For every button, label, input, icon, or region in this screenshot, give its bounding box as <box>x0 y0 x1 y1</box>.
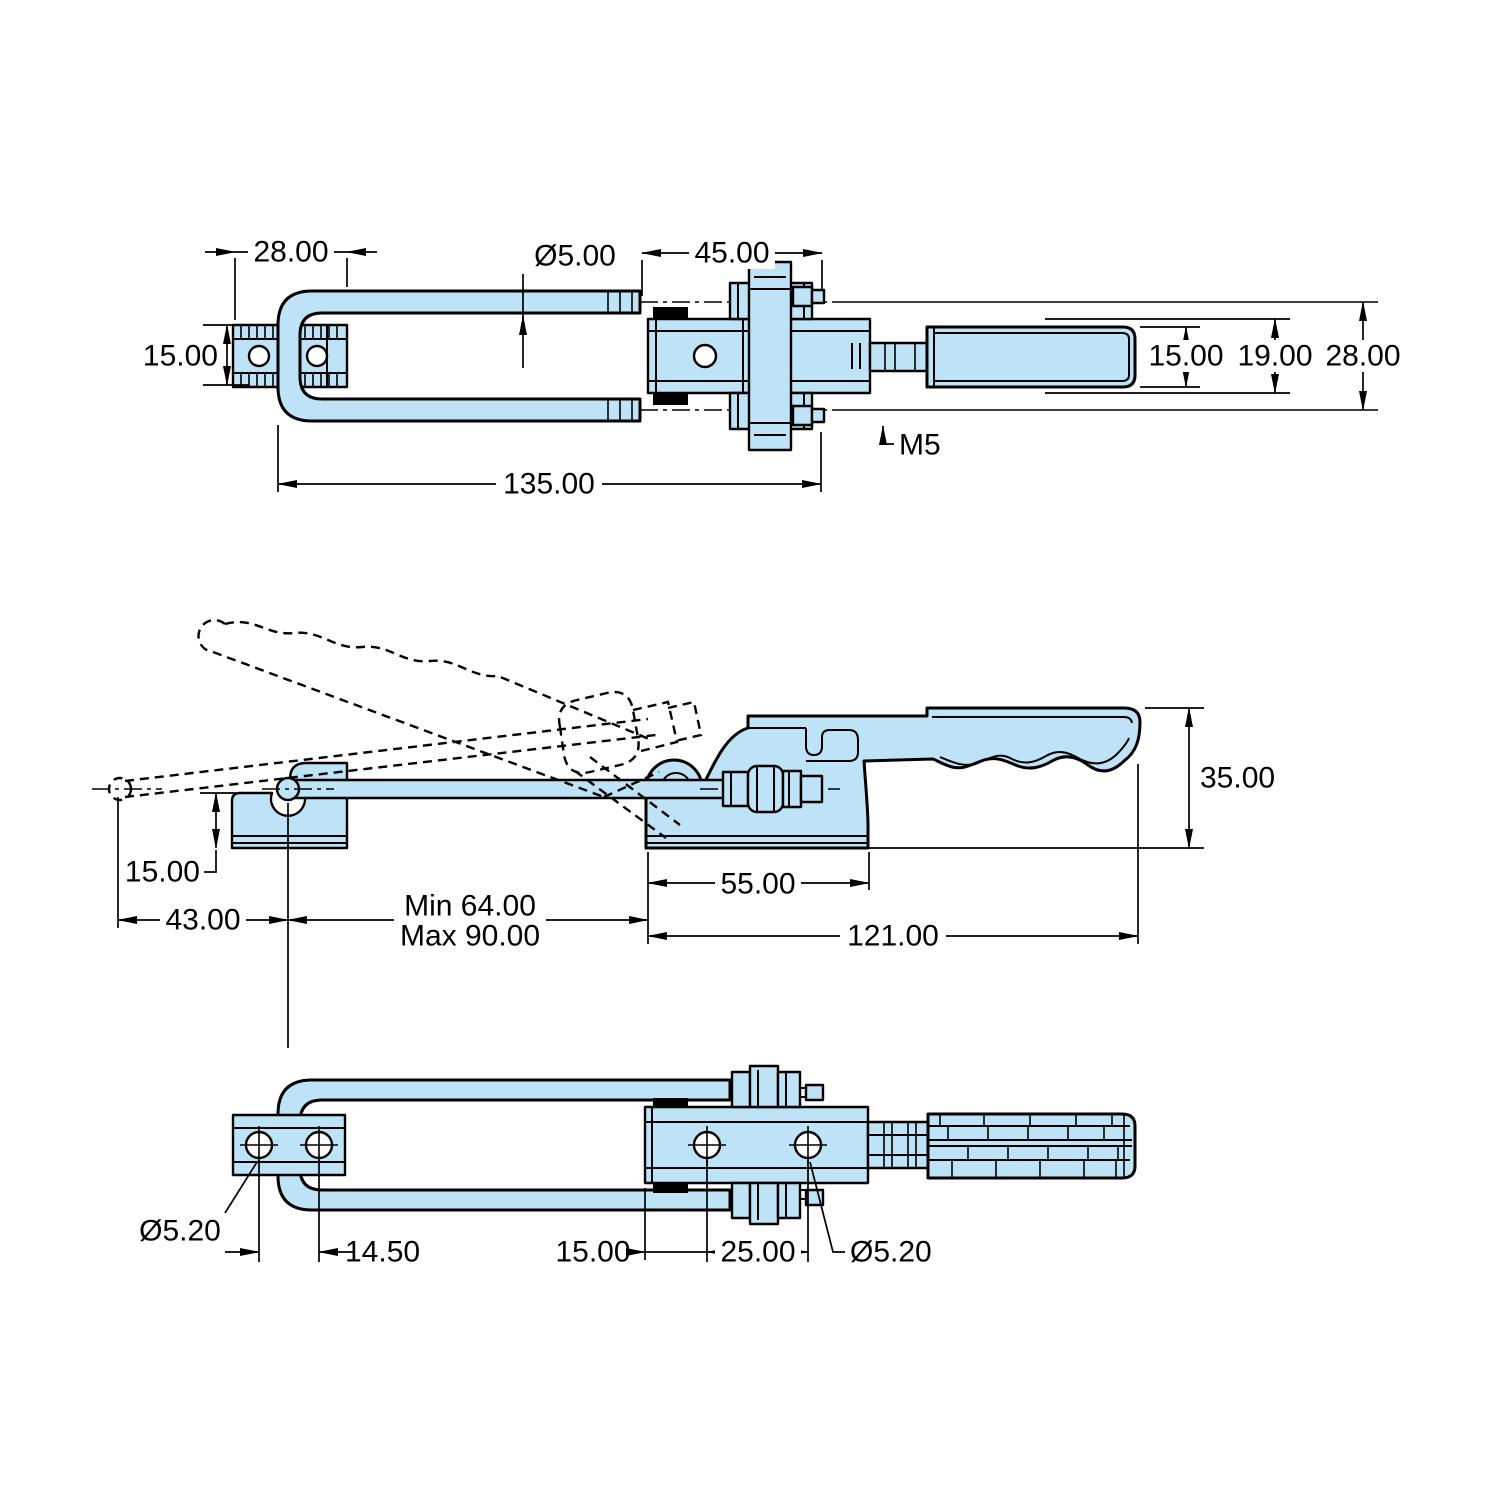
dim-top-rod-span: 28.00 <box>838 301 1406 411</box>
top-view: 28.00 Ø5.00 45.00 15.00 135.00 <box>143 236 1406 501</box>
dim-label-body-width: 19.00 <box>1237 340 1312 373</box>
dim-label-hole-spacing: 25.00 <box>720 1236 795 1269</box>
dim-top-clevis-span: 45.00 <box>641 237 823 296</box>
seal-washer <box>653 1098 688 1108</box>
seal-washer <box>653 1183 688 1193</box>
dim-side-keeper-height: 15.00 <box>125 792 236 889</box>
u-bolt-top-view <box>276 289 642 423</box>
clevis-nut <box>810 288 826 305</box>
dim-top-handle-width: 15.00 <box>1140 326 1229 388</box>
handle-grip-bottom-view <box>926 1112 1137 1180</box>
dim-label-body-hole-diameter: Ø5.20 <box>850 1236 932 1269</box>
side-view: 35.00 15.00 43.00 Min 64.00 Max 90.00 55… <box>92 618 1275 1048</box>
seal-washer <box>653 393 688 405</box>
bottom-view: Ø5.20 14.50 15.00 25.00 Ø5.20 <box>139 1064 1137 1269</box>
dim-label-keeper-hole-spacing: 14.50 <box>345 1236 420 1269</box>
spindle-nut-side-view <box>721 764 824 814</box>
housing-hole <box>692 343 718 369</box>
dim-bottom-body-hole-diameter: Ø5.20 <box>809 1161 932 1269</box>
seal-washer <box>653 307 688 319</box>
handle-top-view <box>925 325 1137 389</box>
dim-label-overall-length: 135.00 <box>503 468 595 501</box>
clevis-nut <box>810 407 826 424</box>
dim-label-bracket-height: 15.00 <box>143 340 218 373</box>
dim-label-handle-width: 15.00 <box>1148 340 1223 373</box>
dim-label-stroke-max: Max 90.00 <box>400 920 540 953</box>
clevis-bolt-top-view <box>728 260 826 452</box>
dim-label-body-length: 121.00 <box>847 920 939 953</box>
dim-top-body-width: 19.00 <box>1045 318 1318 394</box>
dim-label-rod-span: 28.00 <box>1325 340 1400 373</box>
dim-side-height: 35.00 <box>868 707 1275 849</box>
dim-top-overall-length: 135.00 <box>277 425 822 501</box>
open-position-dashed <box>92 618 703 839</box>
dim-top-rod-diameter: Ø5.00 <box>519 240 616 368</box>
spindle-top-view <box>868 341 929 373</box>
clamp-body-bottom-view <box>643 1098 870 1193</box>
dim-side-body-length: 121.00 <box>647 764 1139 953</box>
dim-side-base-length: 55.00 <box>647 852 870 944</box>
keeper-hole-right <box>305 344 329 368</box>
spindle-bottom-view <box>866 1120 930 1170</box>
dim-label-clevis-span: 45.00 <box>694 237 769 270</box>
dim-label-thread: M5 <box>899 429 941 462</box>
dim-top-bracket-width: 28.00 <box>205 236 377 320</box>
dim-top-bracket-height: 15.00 <box>143 324 250 386</box>
u-bolt-bottom-view <box>276 1078 732 1212</box>
dim-side-stroke-range: Min 64.00 Max 90.00 <box>287 890 649 953</box>
keeper-hole-left <box>247 344 271 368</box>
dim-bottom-keeper-hole-diameter: Ø5.20 <box>139 1161 258 1248</box>
dim-label-height: 35.00 <box>1200 762 1275 795</box>
dim-label-keeper-hole-diameter: Ø5.20 <box>139 1215 221 1248</box>
dim-label-base-length: 55.00 <box>720 868 795 901</box>
clevis-nut <box>791 404 814 427</box>
dim-label-stroke-min: Min 64.00 <box>404 890 536 923</box>
keeper-bracket-side-view <box>230 761 349 850</box>
clamp-body-side-view <box>644 706 1142 850</box>
dim-side-keeper-offset: 43.00 <box>117 797 289 1048</box>
dim-label-rod-diameter: Ø5.00 <box>534 240 616 273</box>
clevis-bolt-bottom-view <box>730 1064 825 1226</box>
mounting-holes-bottom-view <box>240 1126 827 1164</box>
dim-bottom-hole-spacing: 25.00 <box>706 1160 809 1269</box>
dim-label-bracket-width: 28.00 <box>253 236 328 269</box>
dim-bottom-keeper-hole-spacing: 14.50 <box>225 1160 420 1269</box>
clevis-nut <box>791 285 814 308</box>
dim-label-keeper-height: 15.00 <box>125 856 200 889</box>
dim-label-keeper-offset: 43.00 <box>165 904 240 937</box>
dim-top-thread-callout: M5 <box>879 425 941 462</box>
dim-label-edge-to-hole: 15.00 <box>555 1236 630 1269</box>
dim-bottom-edge-to-hole: 15.00 <box>555 1188 707 1269</box>
